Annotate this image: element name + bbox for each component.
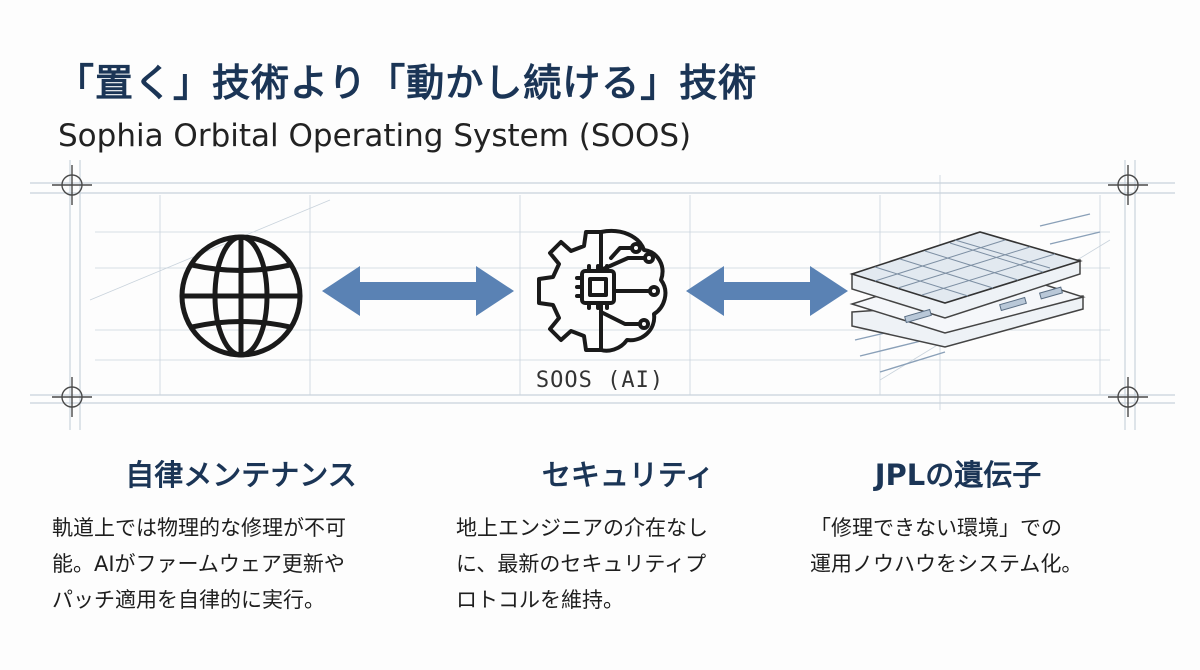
registration-marks [52,165,1148,417]
soos-node-label: SOOS (AI) [535,368,665,393]
double-headed-arrow-icon [686,266,848,316]
satellite-solar-panel-icon [849,213,1101,373]
feature-autonomous-maintenance: 自律メンテナンス 軌道上では物理的な修理が不可能。AIがファームウェア更新やパッ… [52,452,412,618]
feature-heading: 自律メンテナンス [125,458,357,492]
feature-body: 「修理できない環境」での運用ノウハウをシステム化。 [810,516,1083,576]
gear-brain-chip-icon [537,229,668,353]
double-headed-arrow-icon [322,266,514,316]
globe-icon [179,234,303,358]
feature-body: 地上エンジニアの介在なしに、最新のセキュリティプロトコルを維持。 [456,516,708,612]
feature-heading: JPLの遺伝子 [874,458,1042,492]
feature-jpl-dna: JPLの遺伝子 「修理できない環境」での運用ノウハウをシステム化。 [778,452,1138,582]
feature-heading: セキュリティ [541,458,715,492]
page-title: 「置く」技術より「動かし続ける」技術 [56,61,758,105]
feature-security: セキュリティ 地上エンジニアの介在なしに、最新のセキュリティプロトコルを維持。 [442,452,802,618]
feature-body: 軌道上では物理的な修理が不可能。AIがファームウェア更新やパッチ適用を自律的に実… [52,516,346,612]
page-subtitle: Sophia Orbital Operating System (SOOS) [58,118,692,154]
